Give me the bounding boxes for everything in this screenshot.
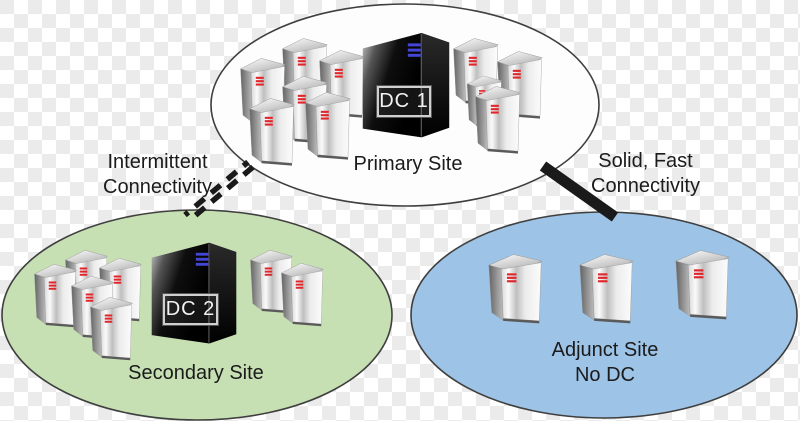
adjunct-server-group bbox=[488, 249, 730, 324]
server-tower-icon bbox=[90, 296, 133, 361]
solid-connector-line bbox=[539, 161, 619, 222]
dc2-label-badge: DC 2 bbox=[162, 293, 219, 326]
server-tower-icon bbox=[281, 262, 324, 327]
solid-fast-connectivity-label: Solid, Fast Connectivity bbox=[543, 149, 748, 199]
intermittent-connectivity-label-line1: Intermittent bbox=[107, 151, 208, 173]
adjunct-site-label-line2: No DC bbox=[574, 364, 635, 386]
solid-fast-connectivity-label-line1: Solid, Fast bbox=[598, 150, 693, 172]
intermittent-connectivity-label-line2: Connectivity bbox=[103, 176, 212, 198]
primary-site-label: Primary Site bbox=[353, 153, 463, 175]
solid-fast-connectivity-label-line2: Connectivity bbox=[591, 175, 700, 197]
secondary-site-label: Secondary Site bbox=[128, 362, 264, 384]
server-tower-icon bbox=[475, 86, 521, 155]
adjunct-site-label-line1: Adjunct Site bbox=[551, 339, 659, 361]
server-tower-icon bbox=[34, 263, 77, 328]
server-tower-icon bbox=[488, 253, 543, 324]
adjunct-site-label: Adjunct Site No DC bbox=[502, 338, 708, 388]
server-tower-icon bbox=[305, 92, 351, 161]
dc1-label-badge: DC 1 bbox=[376, 85, 432, 118]
server-tower-icon bbox=[675, 249, 730, 320]
server-tower-icon bbox=[579, 253, 634, 324]
intermittent-connector-line bbox=[183, 159, 255, 223]
intermittent-connectivity-label: Intermittent Connectivity bbox=[55, 150, 260, 200]
